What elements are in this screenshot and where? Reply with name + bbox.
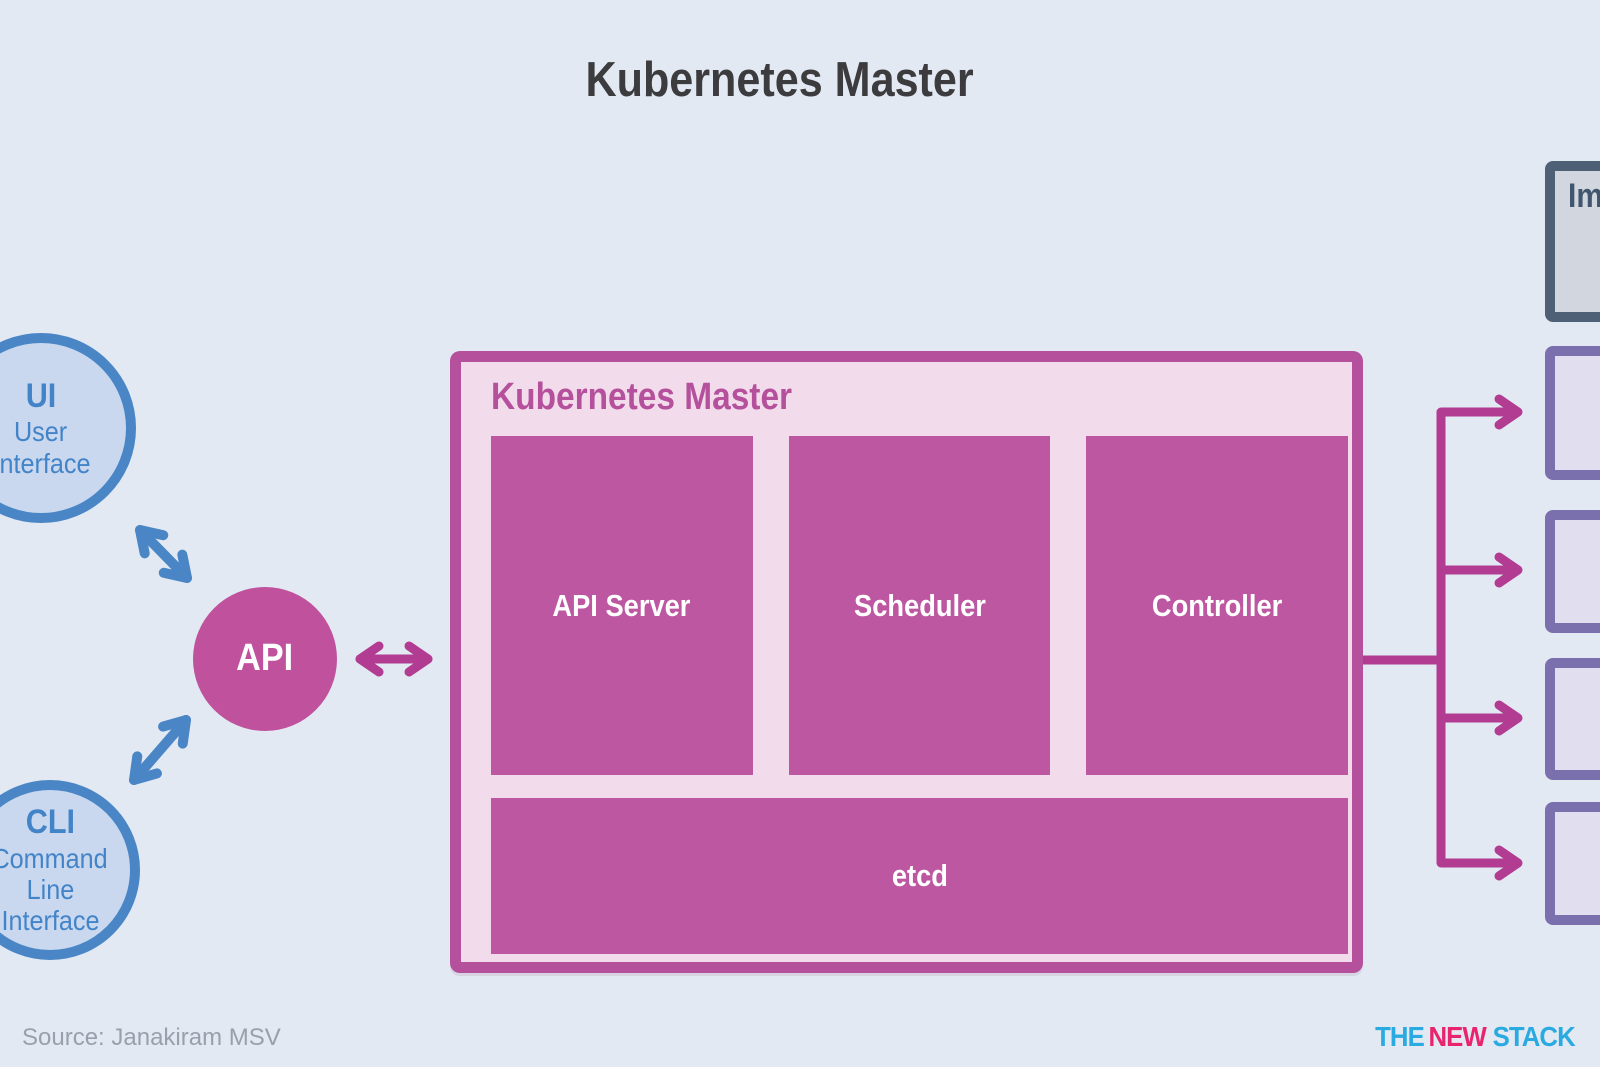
- worker-node-box-2: [1545, 510, 1600, 633]
- ui-line-2: Interface: [0, 447, 91, 479]
- api-server-label: API Server: [552, 587, 691, 623]
- logo-segment-new: NEW: [1428, 1021, 1487, 1052]
- controller-label: Controller: [1151, 587, 1283, 623]
- controller-box: Controller: [1086, 436, 1349, 775]
- page-title-text: Kubernetes Master: [585, 53, 975, 107]
- cli-line-1: Command: [0, 842, 109, 874]
- ui-abbr: UI: [25, 377, 57, 416]
- cli-abbr: CLI: [25, 803, 75, 842]
- nodes-trunk-with-top-bottom-arrows: [1436, 394, 1523, 881]
- scheduler-box: Scheduler: [788, 436, 1051, 775]
- cli-line-3: Interface: [0, 905, 100, 937]
- master-components-row: API Server Scheduler Controller: [491, 436, 1349, 775]
- cli-line-2: Line: [26, 873, 74, 905]
- source-credit: Source: Janakiram MSV: [22, 1024, 281, 1051]
- worker-node-box-4: [1545, 802, 1600, 925]
- image-registry-box: Im: [1545, 161, 1600, 322]
- etcd-box: etcd: [491, 798, 1348, 954]
- ui-line-1: User: [14, 416, 68, 448]
- kubernetes-master-box: Kubernetes Master API Server Scheduler C…: [450, 351, 1363, 973]
- api-circle: API: [193, 587, 337, 731]
- page-title: Kubernetes Master: [0, 52, 1560, 108]
- master-box-label: Kubernetes Master: [491, 376, 833, 419]
- logo-segment-stack: STACK: [1492, 1021, 1575, 1052]
- api-server-box: API Server: [491, 436, 753, 775]
- cli-api-arrow: [129, 715, 191, 785]
- master-box-label-text: Kubernetes Master: [491, 376, 793, 418]
- cli-client-circle: CLI Command Line Interface: [0, 780, 140, 960]
- image-registry-label: Im: [1568, 177, 1600, 215]
- worker-node-box-3: [1545, 658, 1600, 780]
- ui-api-arrow: [135, 525, 192, 583]
- api-label: API: [236, 637, 294, 680]
- etcd-label: etcd: [891, 858, 948, 893]
- logo-segment-the: THE: [1375, 1021, 1425, 1052]
- scheduler-label: Scheduler: [853, 587, 986, 623]
- worker-node-box-1: [1545, 346, 1600, 480]
